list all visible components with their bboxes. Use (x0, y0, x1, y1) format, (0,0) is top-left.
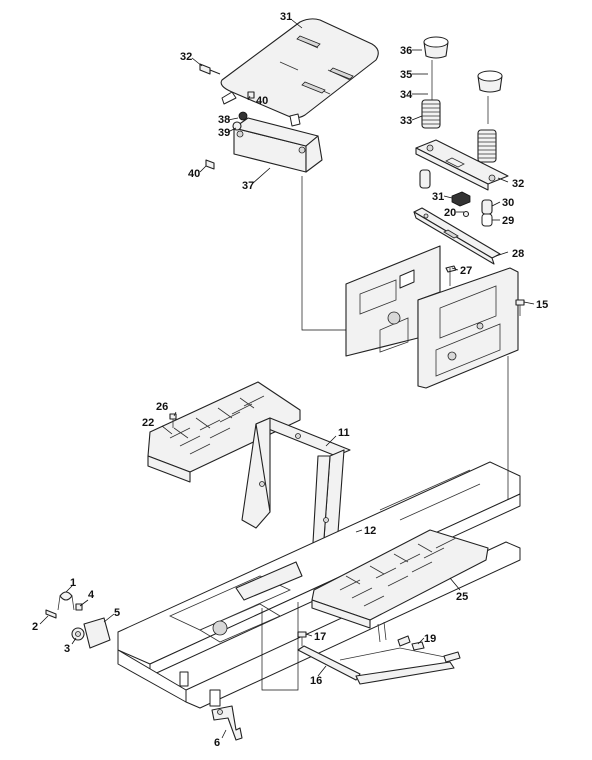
leader-lines (39, 19, 535, 739)
right-spring (477, 129, 497, 163)
pedal-linkage-part-16 (297, 621, 461, 685)
callout-37: 37 (242, 180, 254, 192)
callout-18: 19 (424, 633, 436, 645)
seat-frame-part-11 (241, 417, 351, 567)
mounting-bracket-part-26 (413, 207, 501, 265)
callout-labels: 31 32 40 38 39 40 37 36 35 34 33 32 31 2… (32, 11, 548, 749)
callout-31: 33 (400, 115, 412, 127)
callout-34: 36 (400, 45, 412, 57)
left-spring (421, 99, 441, 129)
callout-3: 3 (64, 643, 70, 655)
callout-28: 30 (502, 197, 514, 209)
callout-12: 12 (364, 525, 376, 537)
callout-32: 34 (400, 89, 413, 101)
left-footplate-part-20 (147, 381, 301, 483)
callout-36: 32 (180, 51, 192, 63)
callout-30: 32 (512, 178, 524, 190)
spring-assembly (415, 36, 509, 227)
seat-hardware (199, 63, 255, 170)
callout-19: 20 (444, 207, 456, 219)
callout-38: 38 (218, 114, 230, 126)
bottom-bracket-part-6 (211, 705, 243, 741)
callout-33: 35 (400, 69, 412, 81)
callout-40-lower: 40 (188, 168, 200, 180)
callout-20: 22 (142, 417, 154, 429)
callout-22: 26 (156, 401, 168, 413)
callout-29: 31 (432, 191, 444, 203)
right-footplate-part-21 (311, 529, 489, 629)
seat-plate-part-35 (220, 18, 379, 127)
callout-2: 2 (32, 621, 38, 633)
callout-35: 31 (280, 11, 292, 23)
callout-1: 1 (70, 577, 76, 589)
callout-40-upper: 40 (256, 95, 268, 107)
callout-39: 39 (218, 127, 230, 139)
callout-6: 6 (214, 737, 220, 749)
rear-console-panel (345, 245, 519, 389)
callout-27: 29 (502, 215, 514, 227)
alignment-guides (261, 176, 509, 691)
callout-21: 25 (456, 591, 468, 603)
callout-16: 16 (310, 675, 322, 687)
seat-hinge-bracket-part-37 (233, 117, 323, 173)
left-bracket-parts (45, 591, 111, 649)
callout-15: 15 (536, 299, 548, 311)
callout-25: 27 (460, 265, 472, 277)
callout-17: 17 (314, 631, 326, 643)
callout-26: 28 (512, 248, 524, 260)
callout-4: 4 (88, 589, 95, 601)
callout-11: 11 (338, 427, 350, 439)
callout-5: 5 (114, 607, 120, 619)
